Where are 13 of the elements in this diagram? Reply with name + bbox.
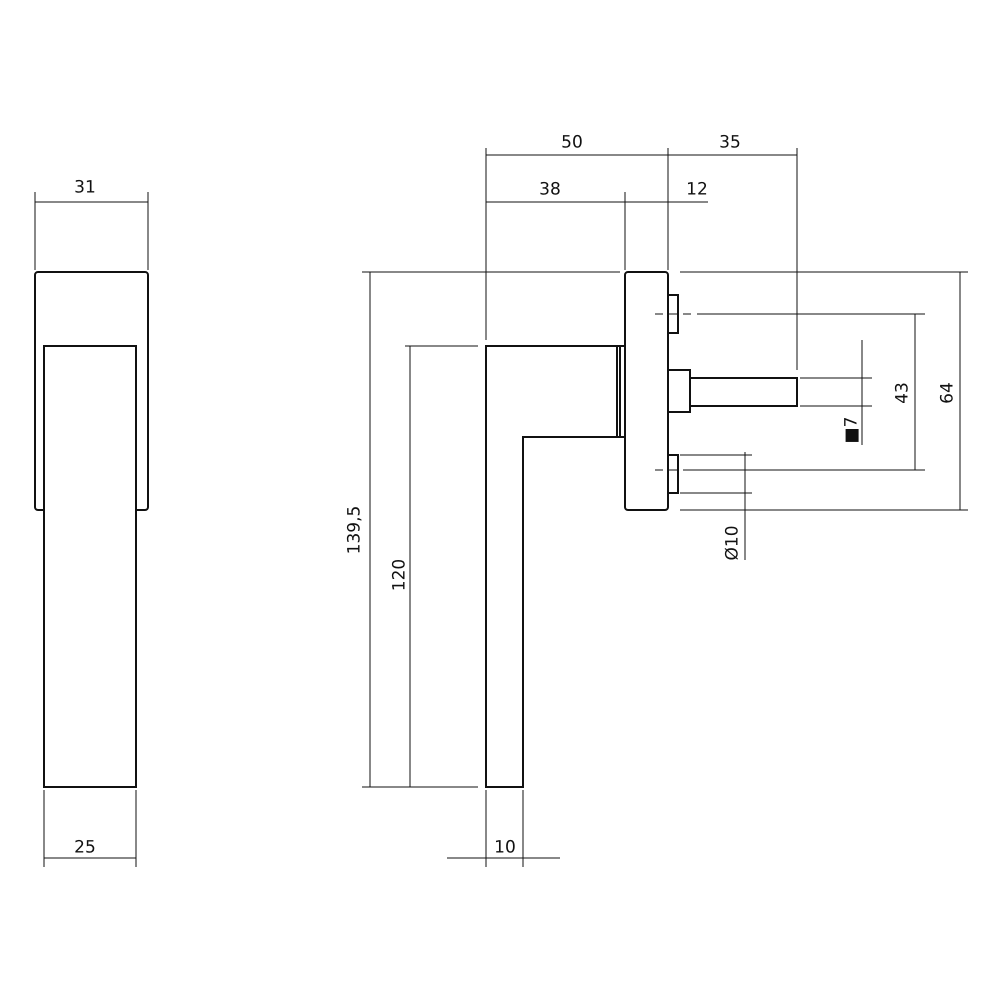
dimension-label: 10 xyxy=(494,840,516,856)
dimension-label: 31 xyxy=(74,180,96,196)
dimension-label: 12 xyxy=(686,182,708,198)
dimension-label: 139,5 xyxy=(346,506,364,554)
dimension-label: Ø10 xyxy=(724,526,742,560)
dimension-label: 120 xyxy=(392,558,408,592)
dimension-label: 50 xyxy=(561,134,583,152)
dimension-label: 43 xyxy=(894,382,912,404)
dimension-label: 25 xyxy=(74,840,96,856)
dimension-label: 38 xyxy=(539,182,561,198)
dimension-label: 64 xyxy=(940,382,956,404)
dimension-label: 35 xyxy=(719,134,741,152)
dimension-label: ■7 xyxy=(844,416,860,444)
